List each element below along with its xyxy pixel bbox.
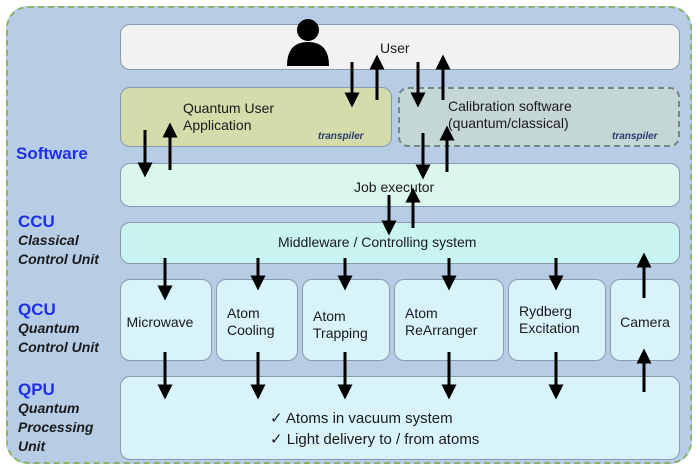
qcu-camera-label: Camera xyxy=(620,314,670,330)
qpu-bullet-1: ✓ Atoms in vacuum system xyxy=(270,410,453,427)
qpu-bullet-2: ✓ Light delivery to / from atoms xyxy=(270,431,480,448)
middleware-label: Middleware / Controlling system xyxy=(278,234,477,250)
qpu-layer xyxy=(120,376,680,460)
qcu-rydberg-label: Rydberg Excitation xyxy=(519,303,580,336)
job-executor xyxy=(120,163,680,207)
qcu-atom-cooling-label: Atom Cooling xyxy=(227,305,275,338)
qcu-microwave-label: Microwave xyxy=(126,314,194,330)
checkmark-icon: ✓ Atoms in vacuum system xyxy=(270,410,453,427)
transpiler-right: transpiler xyxy=(612,131,658,142)
transpiler-left: transpiler xyxy=(318,131,364,142)
qcu-atom-trapping-label: Atom Trapping xyxy=(313,308,368,341)
middleware-layer xyxy=(120,222,680,264)
ccu-label: CCU Classical Control Unit xyxy=(18,212,99,267)
user-label: User xyxy=(380,40,410,56)
qcu-label: QCU Quantum Control Unit xyxy=(18,300,99,355)
qcu-atom-rearranger xyxy=(394,279,504,361)
user-icon xyxy=(287,19,329,66)
qcu-atom-rearranger-label: Atom ReArranger xyxy=(405,305,478,338)
qcu-atom-cooling xyxy=(216,279,298,361)
software-label: Software xyxy=(16,144,88,163)
quantum-app-label: Quantum User Application xyxy=(183,100,275,133)
calibration-label: Calibration software (quantum/classical) xyxy=(448,98,572,131)
qpu-label: QPU Quantum Processing Unit xyxy=(18,380,94,454)
user-layer xyxy=(120,24,680,70)
